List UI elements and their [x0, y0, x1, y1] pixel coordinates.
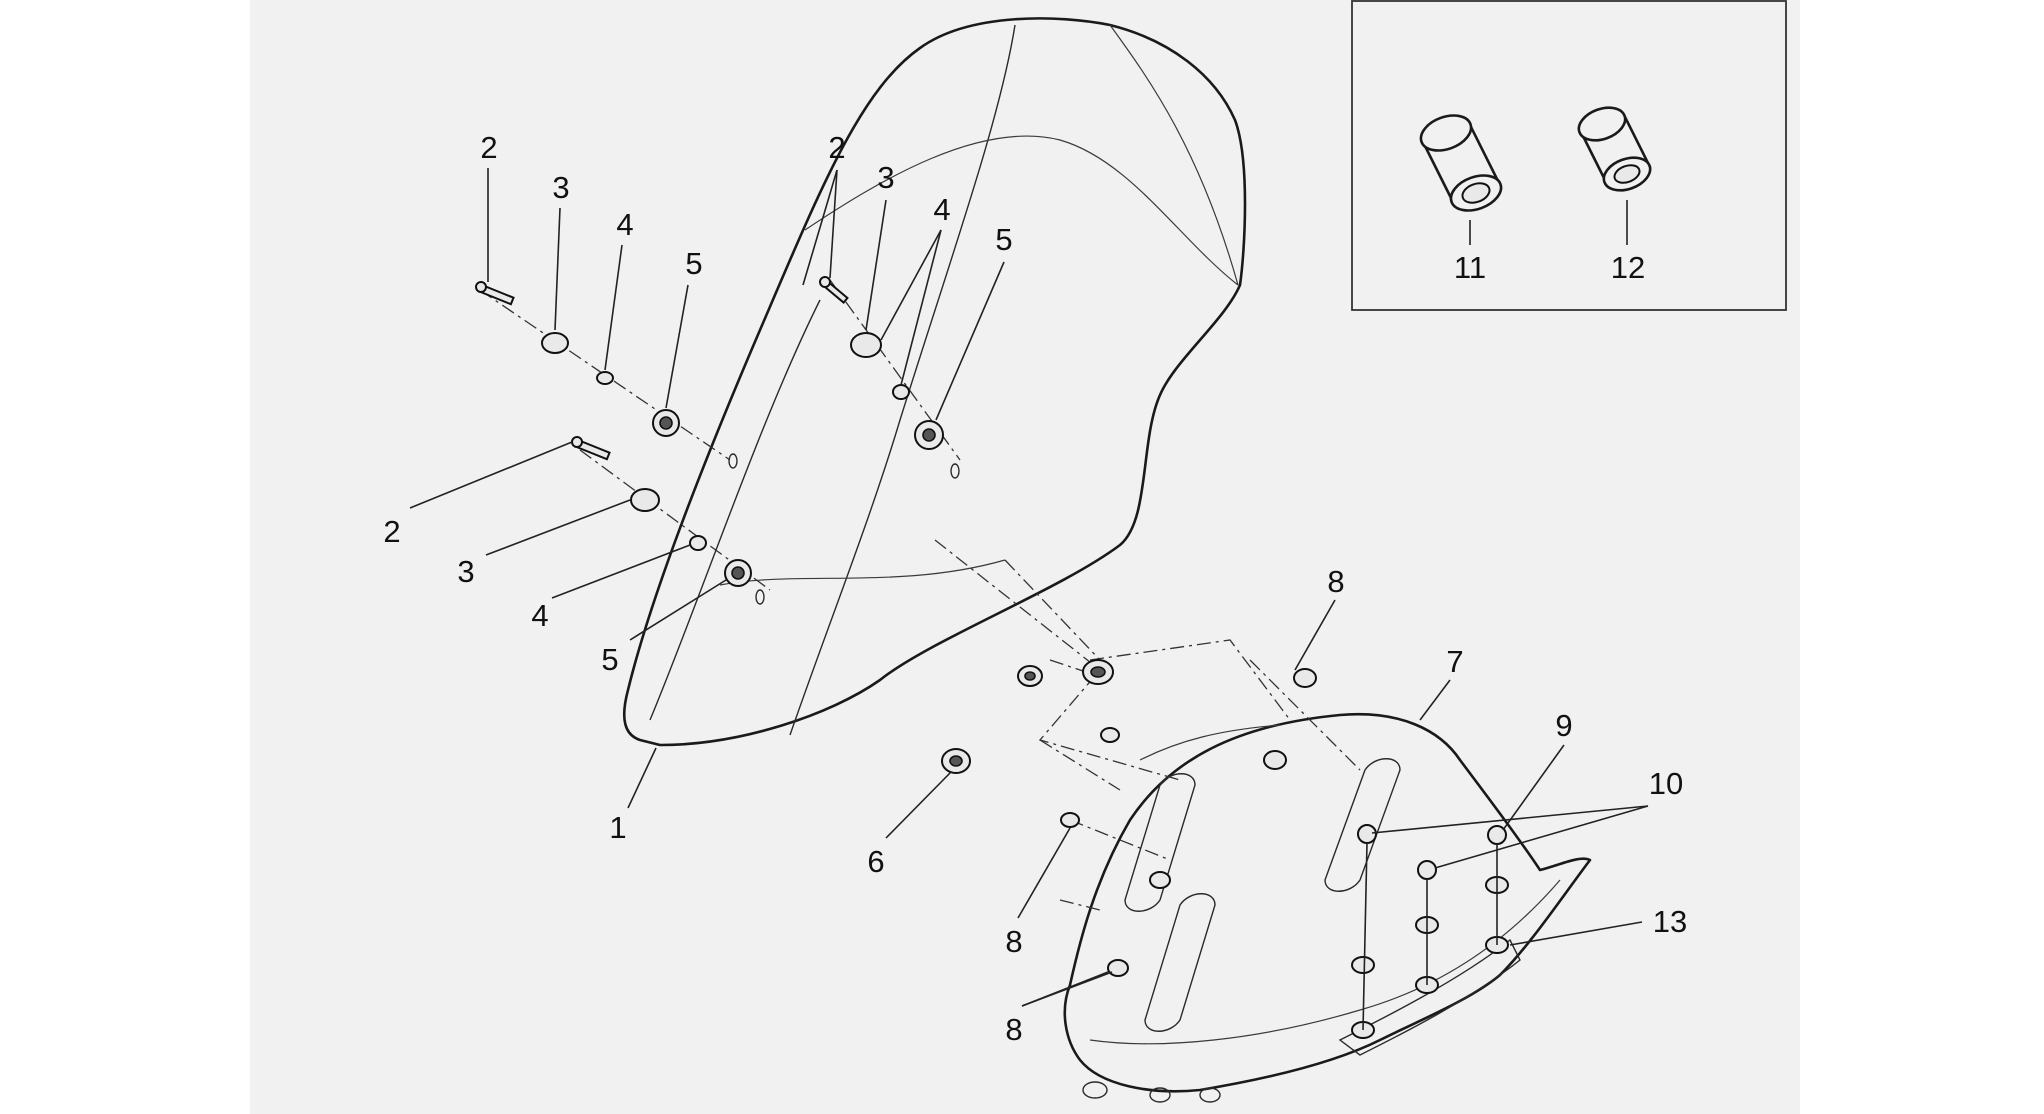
callout-4: 4 [531, 598, 548, 633]
callout-5: 5 [685, 246, 702, 281]
fasteners [475, 276, 1509, 1039]
callout-3: 3 [552, 170, 569, 205]
callout-11: 11 [1454, 250, 1486, 285]
callout-10: 10 [1649, 766, 1683, 801]
callout-6: 6 [867, 844, 884, 879]
spacer-11 [1419, 114, 1503, 212]
callout-9: 9 [1555, 708, 1572, 743]
callout-4: 4 [933, 192, 950, 227]
callout-2: 2 [383, 514, 400, 549]
callout-13: 13 [1653, 904, 1687, 939]
callout-3: 3 [457, 554, 474, 589]
callout-1: 1 [609, 810, 626, 845]
callout-3: 3 [877, 160, 894, 195]
callout-8: 8 [1005, 1012, 1022, 1047]
spacers-inset [1351, 0, 1787, 311]
callout-2: 2 [480, 130, 497, 165]
callout-12: 12 [1611, 250, 1645, 285]
callout-5: 5 [601, 642, 618, 677]
callout-4: 4 [616, 207, 633, 242]
windscreen [623, 17, 1247, 747]
spacer-12 [1577, 106, 1652, 192]
callout-8: 8 [1005, 924, 1022, 959]
callout-7: 7 [1446, 644, 1463, 679]
leader-lines [409, 168, 1649, 1007]
callout-5: 5 [995, 222, 1012, 257]
inset-frame [1351, 0, 1787, 311]
callout-labels: 1 2 2 2 3 3 3 4 4 4 5 5 5 6 7 8 8 8 9 10… [383, 130, 1687, 1047]
callout-8: 8 [1327, 564, 1344, 599]
callout-2: 2 [828, 130, 845, 165]
